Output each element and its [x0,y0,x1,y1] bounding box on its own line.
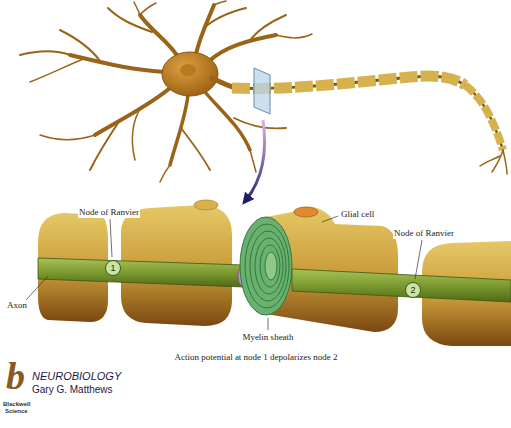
dendrite [208,35,276,62]
myelin-cross-section [240,217,292,315]
dendrite [170,95,188,165]
dendrite [30,58,86,82]
callout-number: 2 [410,285,415,295]
dendrite [134,2,140,15]
zoom-arrow [246,120,265,200]
dendrites [20,1,312,182]
nucleus [180,64,196,76]
myelin-segments [465,85,503,150]
myelin-ring [245,224,289,308]
myelin-ring [250,231,286,301]
structure-label: Glial cell [340,209,375,220]
leader-line [26,276,48,300]
dendrite [60,30,100,61]
cell-body [162,52,218,96]
dendrite [205,92,250,150]
dendrite [70,55,166,72]
leader-lines [26,216,422,330]
node-of-ranvier: 2 [405,282,421,298]
terminal [492,150,503,172]
publisher-name: Science [5,408,28,415]
caption: Action potential at node 1 depolarizes n… [174,352,337,363]
structure-label: Node of Ranvier [393,228,455,239]
leader-line [415,240,422,279]
myelin-ring [255,238,283,294]
dendrite [20,51,70,55]
dendrite [95,88,170,135]
terminal [503,150,507,174]
publisher-name: Blackwell [3,401,30,408]
structure-label: Node of Ranvier [78,207,140,218]
dendrite [196,5,214,54]
dendrite [214,1,226,5]
dendrite [108,8,152,32]
dendrite [160,165,170,182]
structure-label: Myelin sheath [241,332,294,343]
structure-label: Axon [6,300,28,311]
glial-cell-bump [194,200,218,210]
myelin-ring [240,217,292,315]
dendrite [234,118,286,129]
myelin-ring [260,245,280,287]
axon [38,258,244,287]
dendrite [276,34,312,38]
axon [465,85,503,150]
glial-cell-cut [294,207,318,217]
axon-terminals [480,150,507,174]
publisher-logo: b [6,355,25,397]
node-of-ranvier: 1 [105,260,121,276]
dendrite [90,120,120,170]
dendrite [140,3,156,15]
axon [292,269,511,302]
section-plane [254,68,270,114]
leader-line [322,216,338,222]
callout-number: 1 [110,263,115,273]
leader-line [110,219,112,257]
leader-line [268,318,269,330]
dendrite [204,8,246,28]
terminal [480,156,500,166]
dendrite [250,150,256,172]
dendrite [40,135,95,140]
myelin-ring [265,252,277,280]
dendrite [181,128,210,170]
dendrite [140,15,180,60]
author-name: Gary G. Matthews [32,384,113,396]
dendrite [132,106,142,160]
book-title: NEUROBIOLOGY [32,370,121,383]
